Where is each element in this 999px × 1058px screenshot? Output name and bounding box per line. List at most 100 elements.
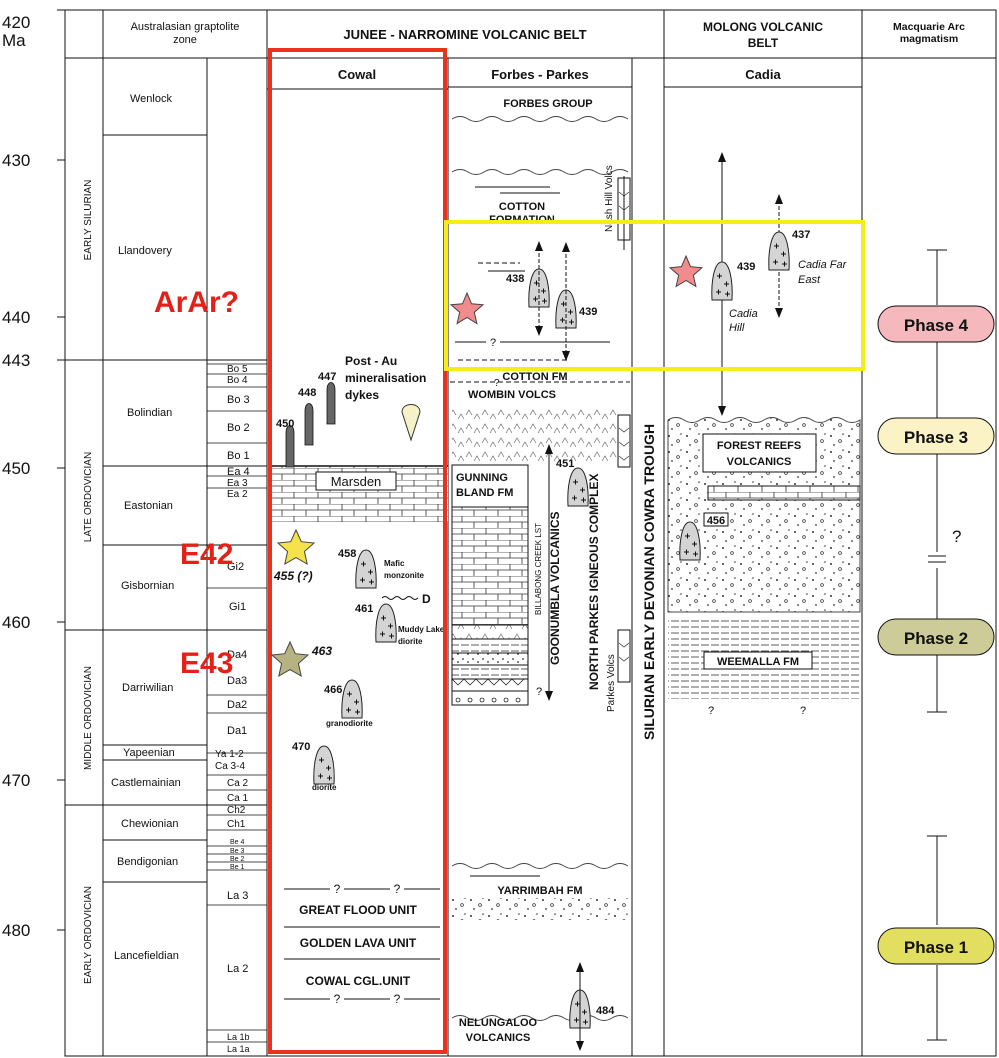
nelungaloo-1: NELUNGALOO	[459, 1017, 538, 1029]
cadia-q-1: ?	[708, 705, 714, 717]
parkes-volcs: Parkes Volcs	[606, 654, 617, 712]
cadia-hill-1: Cadia	[729, 308, 758, 320]
cowal-q-3: ?	[334, 992, 341, 1006]
weemalla-fm: WEEMALLA FM	[717, 656, 799, 668]
stage-castlemainian: Castlemainian	[111, 777, 181, 789]
wombin-volcs: WOMBIN VOLCS	[468, 389, 556, 401]
age-461: 461	[355, 603, 373, 615]
zone-ch2: Ch2	[227, 805, 246, 816]
age-437: 437	[792, 229, 810, 241]
label-d: D	[422, 592, 431, 606]
cowal-q-1: ?	[334, 882, 341, 896]
zone-ca1: Ca 1	[227, 793, 249, 804]
age-458: 458	[338, 548, 356, 560]
zone-bo5: Bo 5	[227, 364, 248, 375]
age-448: 448	[298, 387, 316, 399]
age-439-forbes: 439	[579, 306, 597, 318]
stage-gisbornian: Gisbornian	[121, 580, 174, 592]
forbes-q-1: ?	[490, 337, 496, 349]
mafic-label-2: monzonite	[384, 571, 425, 580]
e43-label: E43	[180, 647, 233, 680]
star-red-cadia	[670, 256, 702, 287]
intrusion-461	[376, 604, 396, 642]
zone-la1b: La 1b	[227, 1032, 250, 1042]
muddy-label-2: diorite	[398, 637, 423, 646]
age-451: 451	[556, 458, 574, 470]
granodiorite-label: granodiorite	[326, 719, 373, 728]
stage-eastonian: Eastonian	[124, 500, 173, 512]
stage-wenlock: Wenlock	[130, 93, 172, 105]
gunning-bland-2: BLAND FM	[456, 487, 513, 499]
cowra-trough-label: SILURIAN EARLY DEVONIAN COWRA TROUGH	[641, 424, 657, 740]
phase-q: ?	[952, 527, 961, 546]
e42-label: E42	[180, 538, 233, 571]
forest-reefs-2: VOLCANICS	[727, 456, 792, 468]
nelungaloo-2: VOLCANICS	[466, 1032, 531, 1044]
intrusion-451	[568, 468, 588, 506]
zone-bo3: Bo 3	[227, 394, 250, 406]
dykes-line2: mineralisation	[345, 371, 426, 385]
molong-header-line1: MOLONG VOLCANIC	[703, 20, 823, 34]
gunning-bland-1: GUNNING	[456, 472, 508, 484]
forbes-q-2: ?	[494, 378, 500, 389]
cotton-fm: COTTON FM	[502, 371, 567, 383]
age-438: 438	[506, 273, 524, 285]
molong-header-line2: BELT	[748, 36, 779, 50]
arar-label: ArAr?	[154, 286, 239, 319]
zone-la3: La 3	[227, 890, 248, 902]
age-axis: 430 440 443 450 460 470 480	[2, 151, 30, 940]
diorite-label: diorite	[312, 783, 337, 792]
forbes-q-3: ?	[536, 686, 542, 698]
north-parkes-igneous-complex: NORTH PARKES IGNEOUS COMPLEX	[587, 474, 601, 690]
age-463: 463	[311, 644, 332, 658]
cowal-column: Marsden 450 448 447 Post - Au mineralisa…	[268, 354, 448, 1006]
intrusion-466	[342, 680, 362, 718]
zone-la1a: La 1a	[227, 1044, 250, 1054]
forbes-group-label: FORBES GROUP	[503, 98, 592, 110]
intrusion-470	[314, 746, 334, 784]
forest-reefs-1: FOREST REEFS	[717, 440, 801, 452]
zone-la2: La 2	[227, 963, 248, 975]
age-484: 484	[596, 1005, 615, 1017]
zone-be1: Be 1	[230, 864, 245, 871]
phase-2-label: Phase 2	[904, 629, 968, 648]
dyke-448	[305, 404, 313, 446]
cowal-header: Cowal	[338, 67, 376, 82]
zone-header-line1: Australasian graptolite	[131, 21, 240, 33]
cowal-q-4: ?	[394, 992, 401, 1006]
zone-ch1: Ch1	[227, 819, 246, 830]
zone-bo1: Bo 1	[227, 450, 250, 462]
arc-header-line1: Macquarie Arc	[893, 21, 965, 33]
marsden-label: Marsden	[331, 474, 382, 489]
stage-column: Wenlock Llandovery Bolindian Eastonian G…	[111, 93, 181, 962]
age-466: 466	[324, 684, 342, 696]
age-label-480: 480	[2, 921, 30, 940]
dyke-450	[286, 426, 294, 468]
age-label-450: 450	[2, 459, 30, 478]
epoch-early-ordovician: EARLY ORDOVICIAN	[83, 886, 94, 984]
drop-icon	[402, 405, 420, 441]
epoch-middle-ordovician: MIDDLE ORDOVICIAN	[83, 666, 94, 770]
cadia-far-east-2: East	[798, 274, 821, 286]
zone-da2: Da2	[227, 699, 247, 711]
zone-gi1: Gi1	[229, 601, 246, 613]
epoch-column: EARLY SILURIAN LATE ORDOVICIAN MIDDLE OR…	[83, 180, 94, 984]
zone-da1: Da1	[227, 725, 247, 737]
header-row: 420 Ma Australasian graptolite zone JUNE…	[2, 13, 965, 82]
age-447: 447	[318, 371, 336, 383]
zone-bo2: Bo 2	[227, 422, 250, 434]
zone-be2: Be 2	[230, 856, 245, 863]
dyke-447	[327, 383, 335, 425]
age-456: 456	[707, 515, 725, 527]
star-yellow-e42	[278, 530, 314, 564]
arc-header-line2: magmatism	[900, 33, 958, 45]
stage-bolindian: Bolindian	[127, 407, 172, 419]
zone-ea4: Ea 4	[227, 466, 250, 478]
zone-ca2: Ca 2	[227, 778, 249, 789]
great-flood-unit: GREAT FLOOD UNIT	[299, 903, 417, 917]
golden-lava-unit: GOLDEN LAVA UNIT	[300, 936, 417, 950]
phase-3-label: Phase 3	[904, 428, 968, 447]
cotton-formation-1: COTTON	[499, 201, 545, 213]
dykes-line3: dykes	[345, 388, 379, 402]
billabong-creek-lst: BILLABONG CREEK LST	[534, 523, 543, 615]
